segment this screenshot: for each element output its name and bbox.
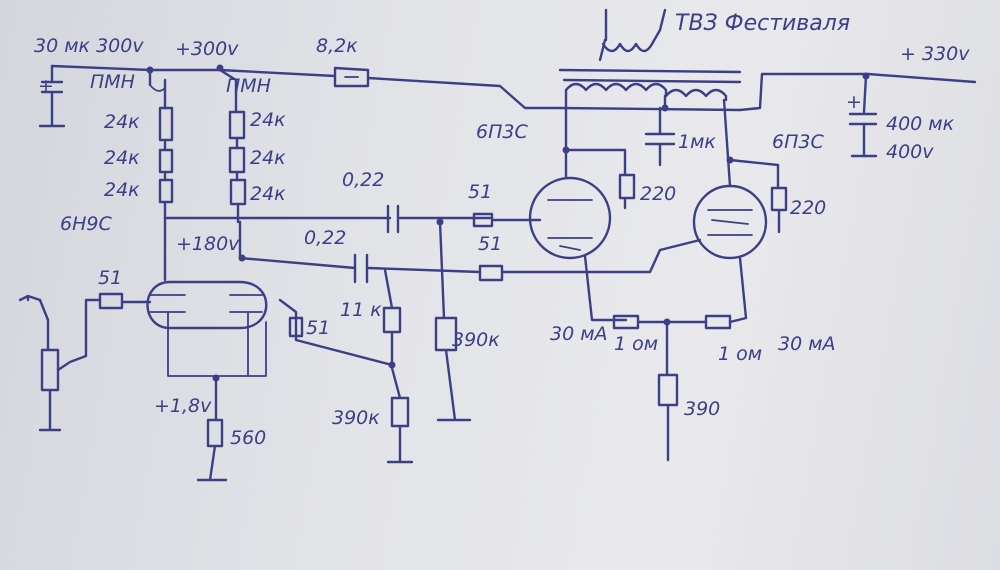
label-c-1mk: 1мк (678, 131, 716, 153)
label-r24-d: 24к (250, 109, 286, 131)
label-r24-b: 24к (104, 147, 140, 169)
label-r-11k: 11 к (340, 299, 382, 321)
label-r-1om-b: 1 ом (718, 343, 762, 365)
label-tube-6p3s-b: 6П3С (772, 131, 824, 153)
label-v18: +1,8v (154, 395, 212, 417)
label-r390-a: 390к (452, 329, 500, 351)
label-plus-b: + (846, 91, 862, 113)
capacitor-1mk (644, 106, 676, 167)
label-tube-6n9s: 6Н9С (60, 213, 112, 235)
tube-6n9s (146, 280, 268, 482)
label-cap-in: 30 мк 300v (34, 35, 144, 57)
label-r24-c: 24к (104, 179, 140, 201)
output-transformer (558, 8, 742, 112)
label-i-30ma-b: 30 мА (778, 333, 836, 355)
label-r220-b: 220 (790, 197, 826, 219)
supply-330 (738, 72, 977, 158)
label-r51-c: 51 (306, 317, 330, 339)
label-c-400: 400 мк (886, 113, 955, 135)
label-i-30ma-a: 30 мА (550, 323, 608, 345)
tube-6p3s-left (528, 106, 636, 322)
label-r51-b: 51 (478, 233, 502, 255)
label-c022-a: 0,22 (342, 169, 384, 191)
supply-rail (38, 64, 562, 128)
label-r560: 560 (230, 427, 266, 449)
divider-left (148, 68, 174, 220)
labels: 30 мк 300v + +300v 8,2к ТВЗ Фестиваля + … (34, 11, 970, 449)
label-r24-a: 24к (104, 111, 140, 133)
label-r51-a: 51 (468, 181, 492, 203)
label-tube-6p3s-a: 6П3С (476, 121, 528, 143)
grid-resistors (472, 212, 702, 282)
label-c022-b: 0,22 (304, 227, 346, 249)
input-circuit (18, 292, 152, 432)
cathode-network (612, 314, 732, 462)
label-r390-c: 390 (684, 398, 720, 420)
label-pmn-1: ПМН (90, 71, 135, 93)
label-r24-f: 24к (250, 183, 286, 205)
grid-leaks (278, 220, 472, 464)
label-r24-e: 24к (250, 147, 286, 169)
label-pmn-2: ПМН (226, 75, 271, 97)
label-c-400v: 400v (886, 141, 934, 163)
label-r-1om-a: 1 ом (614, 333, 658, 355)
label-plus-a: + (38, 75, 54, 97)
label-r220-a: 220 (640, 183, 676, 205)
tube-6p3s-right (692, 98, 788, 324)
label-v180: +180v (176, 233, 240, 255)
label-r-82k: 8,2к (316, 35, 358, 57)
divider-right (218, 68, 247, 224)
label-transformer: ТВЗ Фестиваля (675, 11, 850, 36)
label-r51-in: 51 (98, 267, 122, 289)
label-supply-300: +300v (175, 38, 239, 60)
label-r390-b: 390к (332, 407, 380, 429)
label-supply-330: + 330v (900, 43, 970, 65)
